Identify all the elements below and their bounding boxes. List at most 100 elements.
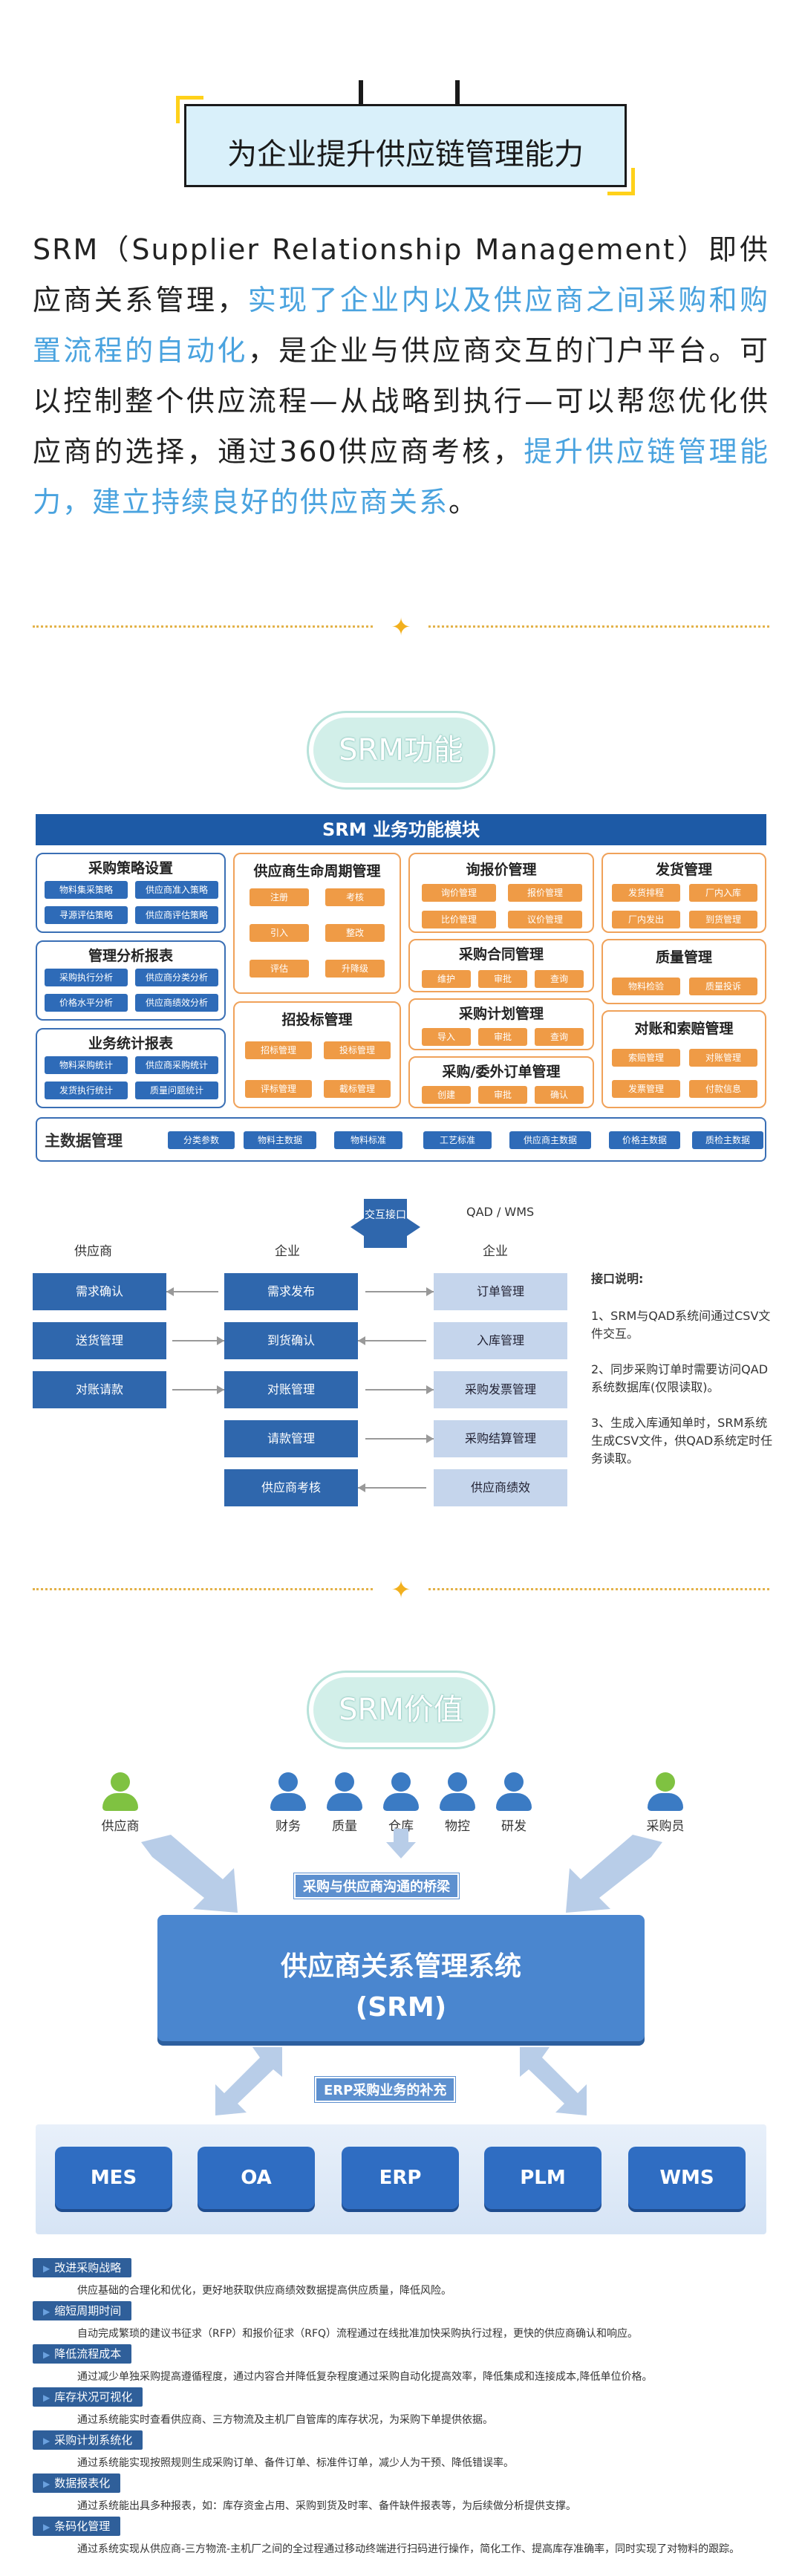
module-btn: 招标管理 bbox=[245, 1041, 312, 1059]
staff-person: 研发 bbox=[492, 1772, 536, 1834]
supplier-box: 送货管理 bbox=[33, 1322, 166, 1359]
arrow-down-right-icon bbox=[141, 1835, 238, 1913]
person-label: 采购员 bbox=[646, 1819, 685, 1834]
system-subtitle: (SRM) bbox=[355, 1992, 447, 2023]
group-master-data: 主数据管理 分类参数 物料主数据 物料标准 工艺标准 供应商主数据 价格主数据 … bbox=[36, 1117, 766, 1162]
module-btn: 导入 bbox=[422, 1028, 471, 1046]
benefit-desc: 通过减少单独采购提高遵循程度，通过内容合并降低复杂程度通过采购自动化提高效率，降… bbox=[77, 2371, 653, 2383]
benefit-tag: 缩短周期时间 bbox=[33, 2301, 132, 2320]
arrow-connector bbox=[166, 1291, 218, 1292]
staff-person: 财务 bbox=[266, 1772, 310, 1834]
module-btn: 供应商主数据 bbox=[509, 1131, 591, 1149]
column-enterprise: 企业 bbox=[275, 1244, 300, 1259]
module-btn: 物料采购统计 bbox=[45, 1056, 128, 1074]
benefit-tag: 库存状况可视化 bbox=[33, 2387, 143, 2407]
arrow-head-icon bbox=[358, 1483, 365, 1492]
enterprise-box: 到货确认 bbox=[224, 1322, 358, 1359]
group-title: 质量管理 bbox=[655, 949, 712, 966]
module-btn: 引入 bbox=[250, 924, 309, 942]
enterprise-box: 供应商考核 bbox=[224, 1469, 358, 1506]
module-btn: 供应商分类分析 bbox=[135, 969, 218, 986]
column-qad: 企业 bbox=[483, 1244, 508, 1259]
module-btn: 考核 bbox=[325, 888, 385, 906]
module-btn: 截标管理 bbox=[324, 1080, 391, 1098]
module-btn: 查询 bbox=[535, 1028, 584, 1046]
system-wms: WMS bbox=[628, 2147, 746, 2209]
group-title: 采购/委外订单管理 bbox=[442, 1064, 561, 1080]
arrow-head-icon bbox=[217, 1385, 224, 1394]
module-btn: 物料检验 bbox=[612, 978, 680, 995]
group-quality: 质量管理 物料检验 质量投诉 bbox=[602, 939, 766, 1004]
module-btn: 质量问题统计 bbox=[135, 1082, 218, 1099]
arrow-down-left-icon bbox=[566, 1835, 662, 1913]
module-btn: 发货排程 bbox=[612, 884, 680, 902]
module-btn: 审批 bbox=[478, 970, 527, 988]
benefit-tag: 降低流程成本 bbox=[33, 2344, 132, 2364]
module-btn: 评标管理 bbox=[245, 1080, 312, 1098]
enterprise-box: 对账管理 bbox=[224, 1371, 358, 1408]
module-btn: 物料主数据 bbox=[244, 1131, 316, 1149]
note-item: 2、同步采购订单时需要访问QAD系统数据库(仅限读取)。 bbox=[591, 1362, 769, 1394]
notes-title: 接口说明: bbox=[591, 1272, 644, 1286]
module-btn: 发票管理 bbox=[612, 1080, 680, 1098]
qad-label: QAD / WMS bbox=[466, 1205, 535, 1219]
module-btn: 整改 bbox=[325, 924, 385, 942]
enterprise-box: 需求发布 bbox=[224, 1273, 358, 1310]
group-title: 管理分析报表 bbox=[88, 948, 173, 964]
module-btn: 供应商评估策略 bbox=[135, 906, 218, 924]
arrow-connector bbox=[172, 1340, 224, 1341]
group-title: 招投标管理 bbox=[281, 1012, 353, 1028]
module-btn: 对账管理 bbox=[689, 1049, 757, 1067]
section-pill-function: SRM功能 bbox=[309, 713, 493, 787]
arrow-right-icon bbox=[407, 1218, 420, 1236]
group-contract: 采购合同管理 维护 审批 查询 bbox=[408, 939, 594, 992]
benefit-item: 条码化管理通过系统实现从供应商-三方物流-主机厂之间的全过程通过移动终端进行扫码… bbox=[33, 2517, 769, 2575]
module-btn: 供应商准入策略 bbox=[135, 881, 218, 899]
staff-person: 物控 bbox=[435, 1772, 480, 1834]
person-icon bbox=[504, 1772, 524, 1792]
arrow-connector bbox=[358, 1487, 426, 1489]
module-btn: 厂内发出 bbox=[612, 911, 680, 928]
module-btn: 投标管理 bbox=[324, 1041, 391, 1059]
arrow-down-icon bbox=[386, 1829, 416, 1858]
exchange-interface: 交互接口 bbox=[351, 1199, 420, 1248]
staff-person: 仓库 bbox=[379, 1772, 423, 1834]
person-label: 物控 bbox=[445, 1819, 470, 1834]
module-btn: 供应商绩效分析 bbox=[135, 994, 218, 1012]
system-oa: OA bbox=[198, 2147, 315, 2209]
module-btn: 索赔管理 bbox=[612, 1049, 680, 1067]
function-diagram: SRM 业务功能模块 采购策略设置 物料集采策略 供应商准入策略 寻源评估策略 … bbox=[36, 814, 766, 1166]
supplier-person: 供应商 bbox=[98, 1772, 143, 1834]
module-btn: 确认 bbox=[535, 1086, 584, 1104]
buyer-person: 采购员 bbox=[643, 1772, 688, 1834]
benefit-item: 缩短周期时间自动完成繁琐的建议书征求（RFP）和报价征求（RFQ）流程通过在线批… bbox=[33, 2301, 769, 2344]
arrow-connector bbox=[358, 1340, 426, 1341]
module-btn: 供应商采购统计 bbox=[135, 1056, 218, 1074]
module-btn: 审批 bbox=[478, 1086, 527, 1104]
intro-highlight-2: 提升供应链管理能力，建立持续良好的供应商关系 bbox=[33, 435, 769, 518]
module-btn: 报价管理 bbox=[508, 884, 582, 902]
arrow-connector bbox=[365, 1389, 434, 1391]
bridge-label: 采购与供应商沟通的桥梁 bbox=[294, 1873, 459, 1899]
intro-text-2: ，是企业与供应商交互的门户平台。可以控制整个供应流程—从战略到执行—可以帮您优化… bbox=[33, 334, 769, 468]
benefit-tag: 条码化管理 bbox=[33, 2517, 121, 2536]
module-btn: 注册 bbox=[250, 888, 309, 906]
system-mes: MES bbox=[55, 2147, 172, 2209]
qad-box: 采购发票管理 bbox=[434, 1371, 567, 1408]
staff-person: 质量 bbox=[322, 1772, 367, 1834]
person-label: 研发 bbox=[501, 1819, 526, 1834]
person-label: 财务 bbox=[276, 1819, 301, 1834]
arrow-head-icon bbox=[166, 1287, 174, 1296]
module-btn: 物料标准 bbox=[334, 1131, 402, 1149]
group-orders: 采购/委外订单管理 创建 审批 确认 bbox=[408, 1056, 594, 1108]
group-supplier-lifecycle: 供应商生命周期管理 注册 考核 引入 整改 评估 升降级 bbox=[233, 853, 401, 994]
module-btn: 询价管理 bbox=[422, 884, 496, 902]
qad-box: 入库管理 bbox=[434, 1322, 567, 1359]
sparkle-icon: ✦ bbox=[375, 1575, 427, 1604]
module-btn: 分类参数 bbox=[168, 1131, 235, 1149]
module-btn: 采购执行分析 bbox=[45, 969, 128, 986]
module-btn: 寻源评估策略 bbox=[45, 906, 128, 924]
benefit-desc: 自动完成繁琐的建议书征求（RFP）和报价征求（RFQ）流程通过在线批准加快采购执… bbox=[77, 2328, 639, 2340]
module-btn: 评估 bbox=[250, 960, 309, 978]
note-item: 3、生成入库通知单时，SRM系统生成CSV文件，供QAD系统定时任务读取。 bbox=[591, 1416, 773, 1466]
